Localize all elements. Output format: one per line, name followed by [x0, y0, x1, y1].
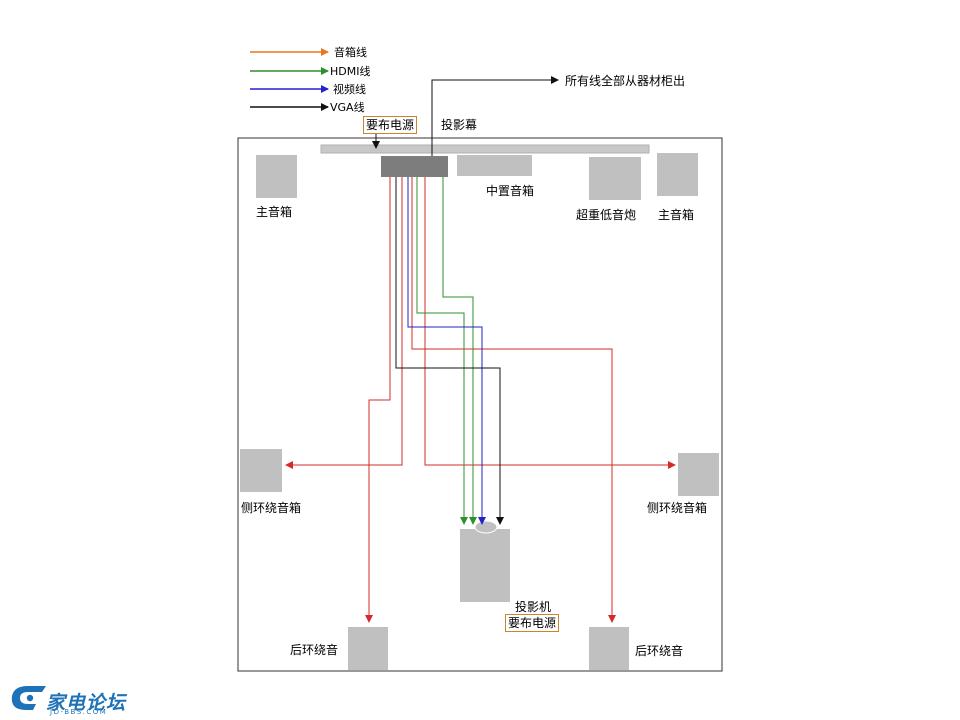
projection-screen — [320, 144, 650, 154]
rear-speaker-left-label: 后环绕音 — [290, 643, 339, 657]
legend-vga-label: VGA线 — [330, 101, 365, 114]
rear-speaker-right-label: 后环绕音 — [635, 644, 684, 658]
main-speaker-right — [657, 153, 698, 196]
vga-wire — [395, 177, 504, 525]
projector-lens — [474, 520, 498, 534]
room-outline — [237, 137, 723, 672]
side-speaker-right-label: 侧环绕音箱 — [647, 501, 708, 515]
main-speaker-right-label: 主音箱 — [658, 208, 695, 222]
main-speaker-left — [256, 155, 297, 198]
speaker-wires — [285, 177, 676, 623]
wire-side-left — [285, 177, 403, 469]
legend-video-label: 视频线 — [333, 83, 366, 96]
video-wire — [407, 177, 486, 525]
side-speaker-right — [678, 453, 719, 496]
rear-speaker-right — [589, 627, 629, 670]
rear-speaker-left — [348, 627, 388, 670]
main-speaker-left-label: 主音箱 — [256, 205, 293, 219]
hdmi-wire-2 — [416, 177, 468, 525]
power-label-top: 要布电源 — [363, 116, 418, 134]
equipment-cabinet — [381, 156, 448, 177]
legend-speaker-wire-label: 音箱线 — [334, 46, 367, 59]
center-speaker — [457, 155, 532, 176]
logo-subtext: JD-BBS.COM — [50, 708, 108, 716]
legend-hdmi-label: HDMI线 — [330, 65, 371, 78]
power-label-projector: 要布电源 — [505, 614, 560, 632]
logo-icon — [11, 686, 46, 710]
subwoofer — [589, 157, 641, 200]
projector — [460, 529, 510, 602]
screen-label: 投影幕 — [441, 118, 478, 132]
cable-exit-line — [431, 76, 559, 156]
hdmi-wire-1 — [442, 177, 477, 525]
all-cables-note: 所有线全部从器材柜出 — [565, 74, 686, 88]
side-speaker-left — [240, 449, 282, 492]
legend — [250, 48, 329, 111]
center-speaker-label: 中置音箱 — [486, 184, 535, 198]
logo-text: 家电论坛 — [46, 692, 127, 714]
wire-side-right — [424, 177, 676, 469]
subwoofer-label: 超重低音炮 — [576, 208, 637, 222]
projector-label: 投影机 — [515, 600, 552, 614]
wire-rear-left — [365, 177, 391, 623]
wire-rear-right — [411, 177, 616, 623]
side-speaker-left-label: 侧环绕音箱 — [241, 501, 302, 515]
